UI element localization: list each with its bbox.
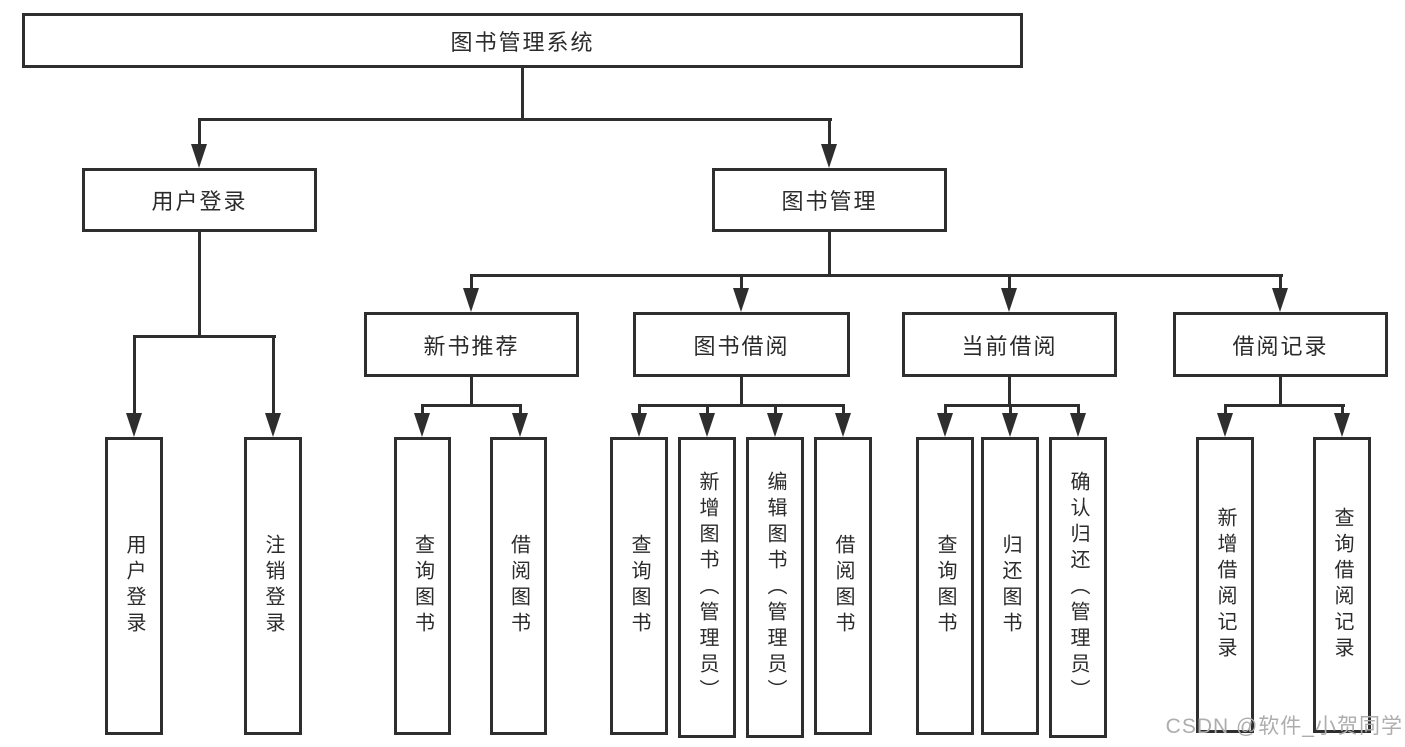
node-label: 用户登录 bbox=[151, 189, 248, 214]
node-root-label: 图书管理系统 bbox=[450, 29, 595, 55]
arrow-down-icon bbox=[733, 288, 749, 312]
arrow-down-icon bbox=[767, 413, 783, 437]
connector-hline bbox=[421, 404, 522, 407]
connector-user-login-stem bbox=[198, 118, 201, 148]
connector-user-login-down bbox=[198, 232, 201, 338]
node-label: 查询借阅记录 bbox=[1331, 507, 1353, 663]
arrow-down-icon bbox=[414, 413, 430, 437]
leaf-add-books-admin: 新增图书（管理员） bbox=[678, 437, 736, 738]
node-label: 借阅记录 bbox=[1232, 333, 1329, 359]
node-label: 新增借阅记录 bbox=[1214, 507, 1236, 663]
connector-book-mgmt-down bbox=[828, 232, 831, 277]
arrow-down-icon bbox=[937, 413, 953, 437]
leaf-add-borrow-record: 新增借阅记录 bbox=[1196, 437, 1254, 733]
connector-hline bbox=[944, 404, 1080, 407]
node-label: 新书推荐 bbox=[423, 333, 520, 359]
connector-stub bbox=[740, 377, 743, 407]
connector-leaf-stem bbox=[421, 404, 424, 417]
arrow-down-icon bbox=[1001, 288, 1017, 312]
csdn-watermark: CSDN @软件_小贺同学 bbox=[1165, 715, 1403, 738]
leaf-query-books-borrow: 查询图书 bbox=[610, 437, 668, 735]
node-label: 借阅图书 bbox=[832, 534, 854, 638]
node-borrow-records: 借阅记录 bbox=[1173, 312, 1388, 377]
arrow-down-icon bbox=[512, 413, 528, 437]
node-new-book-recommend: 新书推荐 bbox=[364, 312, 579, 377]
connector-hline bbox=[638, 404, 845, 407]
arrow-down-icon bbox=[191, 144, 207, 168]
node-book-management: 图书管理 bbox=[712, 168, 947, 232]
arrow-down-icon bbox=[631, 413, 647, 437]
node-label: 确认归还（管理员） bbox=[1067, 470, 1089, 705]
connector-l2-hline bbox=[198, 118, 832, 121]
connector-user-login-hline bbox=[133, 335, 276, 338]
connector-hline bbox=[1224, 404, 1345, 407]
connector-leaf-stem bbox=[1341, 404, 1344, 417]
connector-l3-stem bbox=[1008, 274, 1011, 292]
arrow-down-icon bbox=[821, 144, 837, 168]
leaf-query-borrow-record: 查询借阅记录 bbox=[1313, 437, 1371, 733]
leaf-confirm-return-admin: 确认归还（管理员） bbox=[1049, 437, 1107, 738]
leaf-query-books-current: 查询图书 bbox=[916, 437, 974, 735]
arrow-down-icon bbox=[1217, 413, 1233, 437]
leaf-user-login: 用户登录 bbox=[105, 437, 163, 735]
node-label: 查询图书 bbox=[411, 534, 434, 638]
connector-l3-hline bbox=[470, 274, 1283, 277]
arrow-down-icon bbox=[1334, 413, 1350, 437]
leaf-edit-books-admin: 编辑图书（管理员） bbox=[746, 437, 804, 738]
node-root: 图书管理系统 bbox=[22, 13, 1023, 68]
leaf-borrow-books: 借阅图书 bbox=[814, 437, 872, 735]
arrow-down-icon bbox=[1070, 413, 1086, 437]
connector-leaf-stem bbox=[1224, 404, 1227, 417]
node-book-borrow: 图书借阅 bbox=[633, 312, 850, 377]
node-label: 归还图书 bbox=[999, 534, 1021, 638]
connector-leaf-stem bbox=[519, 404, 522, 417]
leaf-logout: 注销登录 bbox=[244, 437, 302, 735]
connector-l3-stem bbox=[1279, 274, 1282, 292]
node-current-borrow: 当前借阅 bbox=[902, 312, 1117, 377]
node-label: 查询图书 bbox=[934, 534, 956, 638]
connector-book-mgmt-stem bbox=[828, 118, 831, 148]
arrow-down-icon bbox=[463, 288, 479, 312]
connector-leaf-stem bbox=[133, 335, 136, 417]
leaf-borrow-books-recommend: 借阅图书 bbox=[490, 437, 547, 735]
leaf-return-books: 归还图书 bbox=[981, 437, 1039, 735]
arrow-down-icon bbox=[699, 413, 715, 437]
connector-root-stub bbox=[521, 68, 524, 121]
connector-leaf-stem bbox=[842, 404, 845, 417]
connector-stub bbox=[470, 377, 473, 407]
connector-leaf-stem bbox=[272, 335, 275, 417]
connector-l3-stem bbox=[470, 274, 473, 292]
arrow-down-icon bbox=[126, 413, 142, 437]
node-label: 借阅图书 bbox=[507, 534, 530, 638]
arrow-down-icon bbox=[1002, 413, 1018, 437]
leaf-query-books-recommend: 查询图书 bbox=[394, 437, 451, 735]
connector-leaf-stem bbox=[1077, 404, 1080, 417]
connector-stub bbox=[1008, 377, 1011, 407]
node-label: 注销登录 bbox=[262, 534, 284, 638]
connector-stub bbox=[1279, 377, 1282, 407]
node-label: 查询图书 bbox=[628, 534, 650, 638]
connector-leaf-stem bbox=[1009, 404, 1012, 417]
arrow-down-icon bbox=[265, 413, 281, 437]
node-user-login: 用户登录 bbox=[82, 168, 317, 232]
node-label: 用户登录 bbox=[123, 534, 145, 638]
node-label: 编辑图书（管理员） bbox=[764, 470, 786, 705]
connector-l3-stem bbox=[740, 274, 743, 292]
connector-leaf-stem bbox=[638, 404, 641, 417]
node-label: 新增图书（管理员） bbox=[696, 470, 718, 705]
connector-leaf-stem bbox=[944, 404, 947, 417]
arrow-down-icon bbox=[835, 413, 851, 437]
connector-leaf-stem bbox=[774, 404, 777, 417]
node-label: 图书借阅 bbox=[693, 333, 790, 359]
node-label: 当前借阅 bbox=[961, 333, 1058, 359]
node-label: 图书管理 bbox=[781, 189, 878, 214]
arrow-down-icon bbox=[1272, 288, 1288, 312]
connector-leaf-stem bbox=[706, 404, 709, 417]
